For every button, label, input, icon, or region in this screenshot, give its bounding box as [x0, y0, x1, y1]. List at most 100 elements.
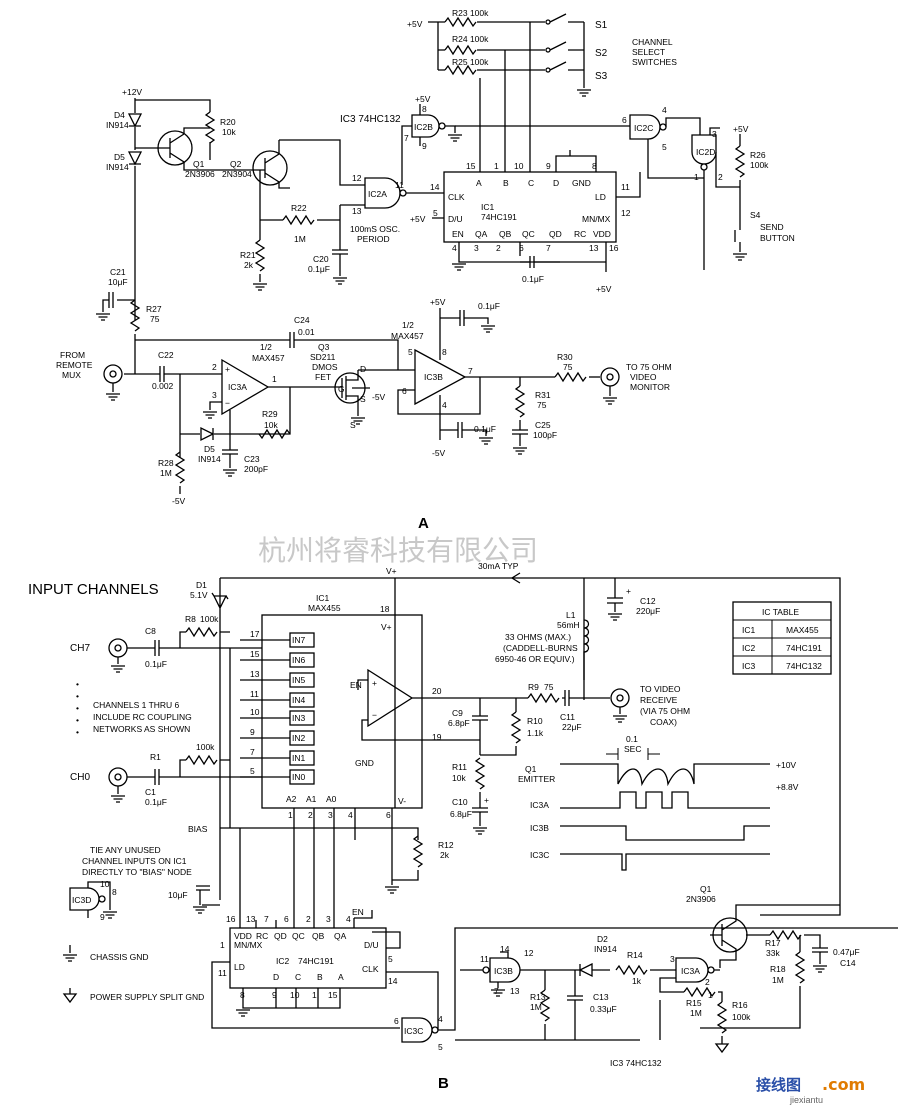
timing-v10: +10V [776, 760, 796, 770]
ch-note-1: CHANNELS 1 THRU 6 [93, 700, 180, 710]
ic2-pin-d: D [273, 972, 279, 982]
ic3b-supply-n: -5V [432, 448, 446, 458]
ic1-vminus-pin: V- [398, 796, 406, 806]
ic1-pin-vdd: VDD [593, 229, 611, 239]
ic3c-label: IC3C [404, 1026, 423, 1036]
ic1-input-pin-box [289, 750, 315, 766]
r20-value: 10k [222, 127, 236, 137]
r18-value: 1M [772, 975, 784, 985]
r13-label: R13 [530, 992, 546, 1002]
svg-text:12: 12 [524, 948, 534, 958]
ic1-b-label: IC1 [316, 593, 330, 603]
r1-value: 100k [196, 742, 215, 752]
svg-text:13: 13 [352, 206, 362, 216]
ic3d-label: IC3D [72, 895, 91, 905]
ch-note-3: NETWORKS AS SHOWN [93, 724, 190, 734]
svg-text:S: S [350, 420, 356, 430]
svg-text:14: 14 [430, 182, 440, 192]
r26-value: 100k [750, 160, 769, 170]
diode-d2-symbol [578, 962, 610, 978]
svg-text:•: • [76, 691, 79, 701]
c9-value: 6.8pF [448, 718, 470, 728]
input-jack-remote-mux [103, 364, 123, 384]
channel-select-3: SWITCHES [632, 57, 677, 67]
ic3-header-b: IC3 74HC132 [610, 1058, 662, 1068]
ic1-74hc191-box [443, 171, 617, 243]
svg-text:14: 14 [388, 976, 398, 986]
c22-value: 0.002 [152, 381, 174, 391]
ic2-pin-rc: RC [256, 931, 268, 941]
r24-label: R24 100k [452, 34, 489, 44]
r28-value: 1M [160, 468, 172, 478]
ch-note-2: INCLUDE RC COUPLING [93, 712, 192, 722]
ic1-input-pin-name: IN6 [292, 655, 306, 665]
svg-text:+: + [225, 364, 230, 374]
d5b-part: IN914 [198, 454, 221, 464]
r21-label: R21 [240, 250, 256, 260]
svg-text:6: 6 [386, 810, 391, 820]
schematic-a: +12V D4 IN914 D5 IN914 R20 10k Q1 2N3906… [56, 8, 795, 532]
q3-substrate: -5V [372, 392, 386, 402]
q2-part: 2N3904 [222, 169, 252, 179]
svg-text:S: S [360, 394, 366, 404]
ic3b-label: IC3B [424, 372, 443, 382]
ic1-pin-ld: LD [595, 192, 606, 202]
inductor-l1-symbol [583, 619, 590, 700]
ic1-input-pin-number: 13 [250, 669, 260, 679]
svg-text:11: 11 [395, 180, 404, 190]
svg-text:4: 4 [452, 243, 457, 253]
tie-note-1: TIE ANY UNUSED [90, 845, 161, 855]
ic2-pin-clk: CLK [362, 964, 379, 974]
l1-label: L1 [566, 610, 576, 620]
c13-value: 0.33μF [590, 1004, 617, 1014]
timing-ic3a: IC3A [530, 800, 549, 810]
ic1-addr-a0: A0 [326, 794, 337, 804]
r12-value: 2k [440, 850, 450, 860]
svg-text:4: 4 [438, 1014, 443, 1024]
d2-part: IN914 [594, 944, 617, 954]
svg-text:5: 5 [662, 142, 667, 152]
r31-label: R31 [535, 390, 551, 400]
r10-value: 1.1k [527, 728, 544, 738]
d2-label: D2 [597, 934, 608, 944]
r26-supply: +5V [733, 124, 749, 134]
transistor-q2-symbol [252, 150, 288, 186]
svg-text:12: 12 [352, 173, 362, 183]
ic2-pin-mnmx: MN/MX [234, 940, 263, 950]
ic1-input-pin-box [289, 769, 315, 785]
svg-text:14: 14 [500, 944, 510, 954]
r8-value: 100k [200, 614, 219, 624]
ic2-pin-du: D/U [364, 940, 379, 950]
ic2c-label: IC2C [634, 123, 653, 133]
r9-label: R9 [528, 682, 539, 692]
r30-value: 75 [563, 362, 573, 372]
q1-label: Q1 [193, 159, 205, 169]
svg-text:2: 2 [306, 914, 311, 924]
ic2-pin-a: A [338, 972, 344, 982]
svg-text:5: 5 [408, 347, 413, 357]
to-video-4: COAX) [650, 717, 677, 727]
ic1-label: IC1 [481, 202, 495, 212]
q3-part-2: DMOS [312, 362, 338, 372]
r14-label: R14 [627, 950, 643, 960]
svg-text:8: 8 [592, 161, 597, 171]
svg-text:18: 18 [380, 604, 390, 614]
zener-d1-symbol [211, 578, 229, 900]
r28-label: R28 [158, 458, 174, 468]
osc-label-2: PERIOD [357, 234, 390, 244]
ic2b-5v: +5V [415, 94, 431, 104]
ic1-input-pin-name: IN0 [292, 772, 306, 782]
svg-text:10: 10 [290, 990, 300, 1000]
tie-note-2: CHANNEL INPUTS ON IC1 [82, 856, 187, 866]
timing-v88: +8.8V [776, 782, 799, 792]
ic3b-cap-top: 0.1μF [478, 301, 500, 311]
svg-text:3: 3 [328, 810, 333, 820]
r21-value: 2k [244, 260, 254, 270]
vplus-top: V+ [386, 566, 397, 576]
r26-label: R26 [750, 150, 766, 160]
svg-text:•: • [76, 679, 79, 689]
send-button-switch [734, 230, 741, 252]
ic1-pin-mnmx: MN/MX [582, 214, 611, 224]
svg-text:3: 3 [326, 914, 331, 924]
